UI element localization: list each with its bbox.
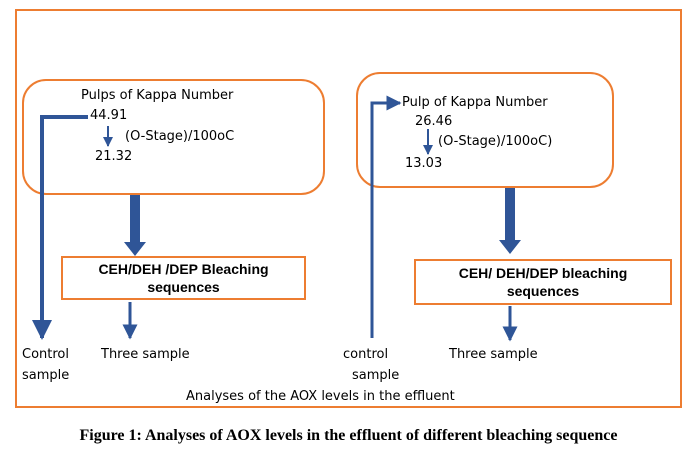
right-three-sample: Three sample <box>449 347 538 362</box>
right-bleaching-line1: CEH/ DEH/DEP bleaching <box>458 265 628 281</box>
left-big-arrow-shaft <box>130 195 140 242</box>
left-bleaching-line2: sequences <box>147 279 220 295</box>
left-control-line1: Control <box>22 347 69 362</box>
right-pulp-title: Pulp of Kappa Number <box>402 95 548 110</box>
left-kappa-initial: 44.91 <box>90 108 128 123</box>
right-big-arrow-head <box>499 240 521 254</box>
right-pulp-box <box>356 72 614 188</box>
right-control-line2: sample <box>352 368 400 383</box>
left-kappa-after: 21.32 <box>95 149 133 164</box>
left-big-arrow <box>124 195 146 256</box>
right-kappa-after: 13.03 <box>405 156 443 171</box>
left-big-arrow-head <box>124 242 146 256</box>
left-pulp-title: Pulps of Kappa Number <box>81 88 234 103</box>
figure-caption: Figure 1: Analyses of AOX levels in the … <box>79 427 618 444</box>
right-control-arrow <box>370 95 402 338</box>
left-control-arrow-line <box>32 115 88 340</box>
right-big-arrow <box>499 188 521 254</box>
right-control-arrow-line <box>370 95 402 338</box>
left-pulp-box <box>22 79 325 195</box>
left-control-arrow <box>32 115 88 340</box>
footer-label: Analyses of the AOX levels in the efflue… <box>186 389 455 404</box>
left-three-sample: Three sample <box>101 347 190 362</box>
left-stage-label: (O-Stage)/100oC <box>125 129 235 144</box>
right-stage-label: (O-Stage)/100oC) <box>438 134 553 149</box>
right-bleaching-box: CEH/ DEH/DEP bleaching sequences <box>414 259 672 305</box>
right-bleaching-line2: sequences <box>506 283 580 299</box>
outer-frame <box>15 9 682 408</box>
right-kappa-initial: 26.46 <box>415 114 453 129</box>
left-control-line2: sample <box>22 368 70 383</box>
left-bleaching-box: CEH/DEH /DEP Bleaching sequences <box>61 256 306 300</box>
left-bleaching-line1: CEH/DEH /DEP Bleaching <box>98 261 269 277</box>
right-control-line1: control <box>343 347 389 362</box>
right-big-arrow-shaft <box>505 188 515 240</box>
